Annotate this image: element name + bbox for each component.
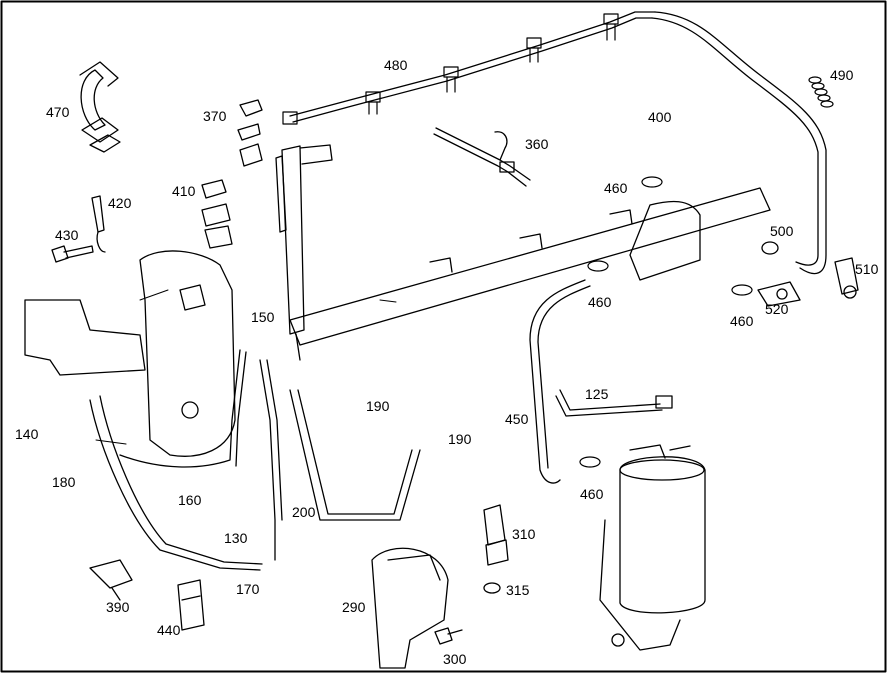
bracket-420 [91, 195, 106, 253]
fuel-line-125 [555, 389, 673, 417]
label-410: 410 [172, 183, 196, 199]
cover-290 [371, 547, 449, 669]
fitting-520 [757, 281, 801, 307]
label-360: 360 [525, 136, 549, 152]
label-125: 125 [585, 386, 609, 402]
leader-lines [95, 289, 397, 445]
label-190-upper: 190 [366, 398, 390, 414]
banjo-bolt-510 [834, 257, 859, 299]
label-170: 170 [236, 581, 260, 597]
fuel-rail [289, 187, 771, 346]
label-400: 400 [648, 109, 672, 125]
clip-410 [201, 179, 233, 249]
label-310: 310 [512, 526, 536, 542]
label-450: 450 [505, 411, 529, 427]
high-pressure-pump [24, 250, 236, 457]
label-130: 130 [224, 530, 248, 546]
label-520: 520 [765, 301, 789, 317]
label-480: 480 [384, 57, 408, 73]
label-300: 300 [443, 651, 467, 667]
label-510: 510 [855, 261, 879, 277]
label-500: 500 [770, 223, 794, 239]
label-460-top: 460 [604, 180, 628, 196]
holder-390 [89, 559, 133, 601]
label-290: 290 [342, 599, 366, 615]
label-460-mid: 460 [588, 294, 612, 310]
label-390: 390 [106, 599, 130, 615]
clamp-strap-360 [433, 127, 531, 187]
fuel-line-450 [529, 279, 591, 484]
leak-off-line-480 [282, 11, 827, 275]
bolt-300 [434, 627, 463, 645]
label-315: 315 [506, 582, 530, 598]
label-430: 430 [55, 227, 79, 243]
label-370: 370 [203, 108, 227, 124]
label-460-right: 460 [730, 313, 754, 329]
clip-470 [79, 61, 121, 153]
label-420: 420 [108, 195, 132, 211]
hose-clamps-460 [579, 176, 753, 468]
label-150: 150 [251, 309, 275, 325]
bolt-430 [51, 245, 94, 263]
label-490: 490 [830, 67, 854, 83]
pressure-sensor-310 [483, 504, 509, 594]
label-470: 470 [46, 104, 70, 120]
injector [275, 144, 333, 361]
label-160: 160 [178, 492, 202, 508]
spring-sleeve-490 [808, 76, 834, 108]
label-190-lower: 190 [448, 431, 472, 447]
hoses-left [89, 349, 421, 571]
fuel-filter [599, 444, 706, 651]
clip-370 [237, 99, 263, 167]
label-460-bottom: 460 [580, 486, 604, 502]
label-140: 140 [15, 426, 39, 442]
seal-500 [761, 241, 779, 255]
label-180: 180 [52, 474, 76, 490]
label-200: 200 [292, 504, 316, 520]
holder-440 [177, 579, 205, 631]
label-440: 440 [157, 622, 181, 638]
